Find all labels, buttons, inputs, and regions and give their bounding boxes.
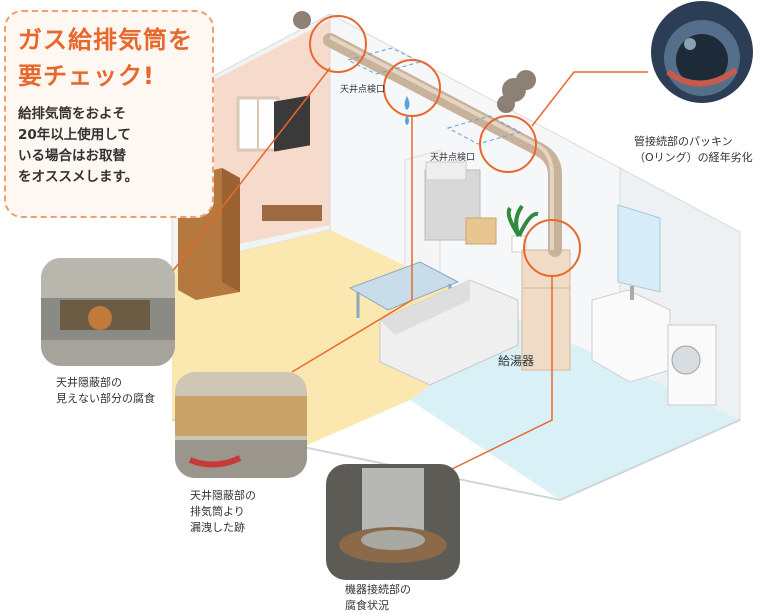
caption-packing: 管接続部のパッキン （Oリング）の経年劣化	[634, 135, 753, 164]
photo-leak-trace	[175, 372, 307, 478]
caption-leak: 天井隠蔽部の 排気筒より 漏洩した跡	[190, 489, 256, 534]
television	[262, 95, 322, 221]
callout-title-line2: 要チェック!	[18, 62, 155, 90]
bathroom-mirror	[617, 204, 661, 293]
callout-body-line1: 給排気筒をおよそ	[18, 106, 126, 122]
callout-body-line4: をオススメします。	[18, 169, 139, 185]
cardboard-box	[465, 217, 497, 245]
water-drip-icon	[404, 96, 410, 110]
photo-connection-corrosion	[326, 464, 460, 580]
exhaust-pipe-highlight	[329, 35, 554, 250]
callout-title: ガス給排気筒を 要チェック!	[18, 22, 208, 94]
callout-title-line1: ガス給排気筒を	[18, 26, 193, 54]
caption-connection: 機器接続部の 腐食状況	[345, 583, 411, 612]
caption-hidden-corrosion: 天井隠蔽部の 見えない部分の腐食	[56, 376, 155, 405]
exhaust-smoke	[293, 11, 536, 113]
sofa	[379, 279, 519, 386]
water-heater	[521, 249, 571, 371]
ceiling-hatch-label-2: 天井点検口	[430, 153, 476, 163]
bathroom-floor	[410, 320, 740, 500]
callout-body-line2: 20年以上使用して	[18, 127, 131, 143]
highlight-circle-joint	[479, 115, 537, 173]
ceiling-hatch-2	[446, 115, 522, 145]
window	[236, 96, 280, 152]
ceiling-hatch-1	[346, 47, 422, 75]
water-heater-label: 給湯器	[498, 354, 535, 368]
ceiling-hatch-label-1: 天井点検口	[340, 85, 386, 95]
callout-box	[4, 10, 214, 218]
highlight-circle-chimney	[309, 15, 367, 73]
living-table	[348, 261, 460, 318]
photo-packing-deterioration	[649, 0, 755, 105]
washing-machine	[667, 324, 717, 406]
callout-body-line3: いる場合はお取替	[18, 148, 126, 164]
photo-hidden-corrosion	[41, 258, 175, 366]
potted-plant	[506, 204, 539, 253]
callout-body: 給排気筒をおよそ 20年以上使用して いる場合はお取替 をオススメします。	[18, 104, 204, 188]
